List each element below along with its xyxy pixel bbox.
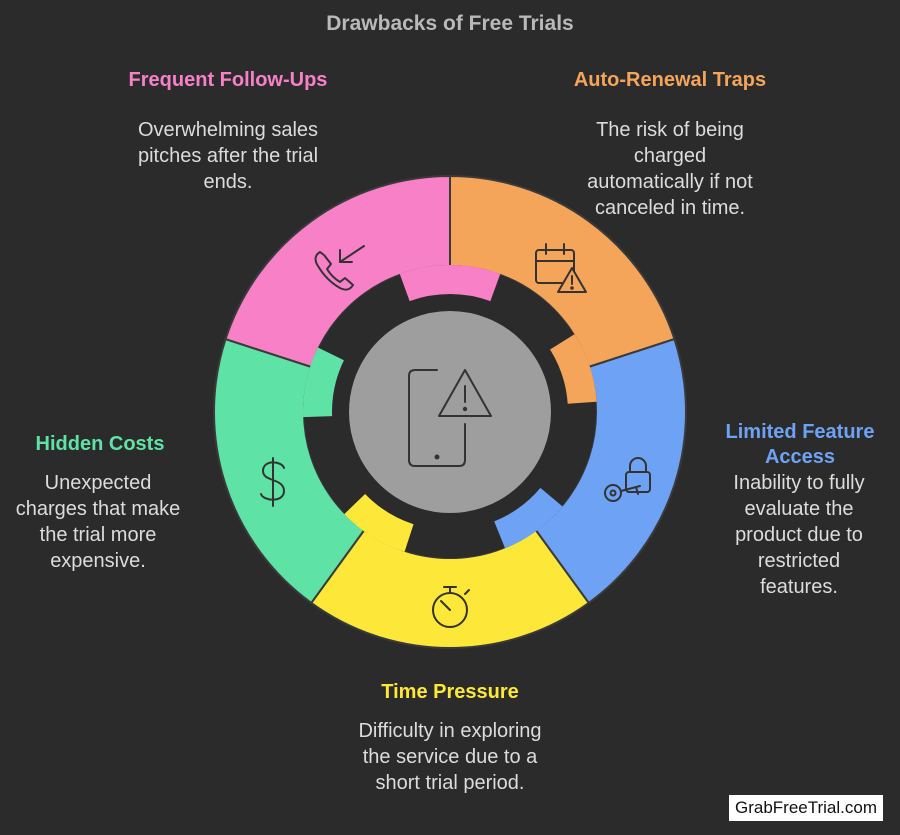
desc-limited-access: Inability to fully evaluate the product … (733, 472, 865, 598)
label-time-pressure: Time Pressure (381, 681, 519, 703)
phone-call-icon (314, 245, 365, 291)
phone-warning-icon (408, 369, 492, 467)
desc-follow-ups: Overwhelming sales pitches after the tri… (137, 119, 319, 193)
connector-hidden-costs (303, 347, 344, 418)
key-lock-icon (604, 457, 651, 502)
calendar-warning-icon (535, 243, 587, 293)
desc-auto-renewal: The risk of being charged automatically … (587, 119, 753, 219)
connector-auto-renewal (550, 334, 597, 404)
diagram-title: Drawbacks of Free Trials (326, 12, 574, 35)
desc-time-pressure: Difficulty in exploring the service due … (358, 720, 542, 794)
label-follow-ups: Frequent Follow-Ups (128, 69, 328, 91)
connector-follow-ups (399, 265, 501, 302)
desc-hidden-costs: Unexpected charges that make the trial m… (15, 472, 181, 572)
label-limited-access: Limited Feature Access (725, 421, 875, 468)
label-auto-renewal: Auto-Renewal Traps (573, 69, 767, 91)
connector-limited-access (494, 487, 563, 549)
connector-time-pressure (344, 493, 414, 552)
stopwatch-icon (432, 586, 470, 628)
dollar-icon (260, 457, 285, 507)
watermark: GrabFreeTrial.com (728, 795, 883, 821)
center-circle (343, 305, 557, 519)
label-hidden-costs: Hidden Costs (35, 433, 165, 455)
